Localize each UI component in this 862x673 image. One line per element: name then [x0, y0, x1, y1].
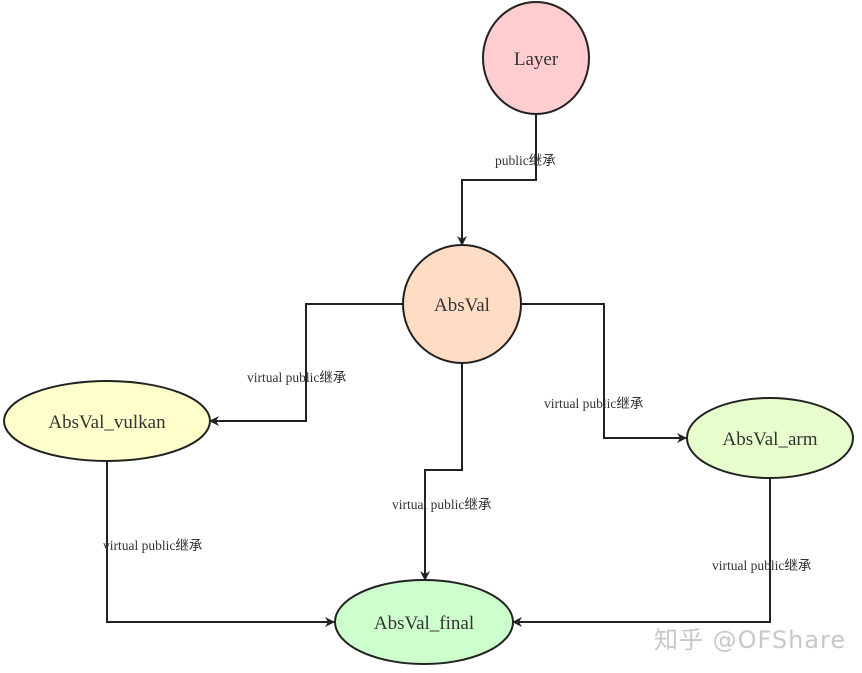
node-absval-final-label: AbsVal_final [374, 613, 474, 634]
node-absval-final [334, 579, 514, 665]
node-absval-arm [686, 397, 854, 479]
edge-label-vulkan-to-final: virtual public继承 [103, 538, 203, 553]
edge-label-arm-to-final: virtual public继承 [712, 558, 812, 573]
edge-label-layer-to-absval: public继承 [495, 153, 556, 168]
node-layer [482, 1, 590, 115]
node-absval-arm-label: AbsVal_arm [723, 429, 818, 450]
edge-absval-to-arm [521, 303, 687, 443]
edge-arm-to-final [512, 478, 771, 627]
node-absval-vulkan-label: AbsVal_vulkan [48, 412, 166, 433]
node-layer-label: Layer [514, 49, 559, 70]
edge-label-absval-to-vulkan: virtual public继承 [247, 370, 347, 385]
node-absval-label: AbsVal [434, 295, 490, 316]
edge-layer-to-absval [457, 114, 537, 246]
edge-absval-to-vulkan [209, 303, 403, 426]
node-absval-vulkan [3, 380, 211, 462]
edge-label-absval-to-final: virtual public继承 [392, 497, 492, 512]
watermark: 知乎 @OFShare [654, 626, 847, 654]
node-absval [402, 244, 522, 364]
edge-label-absval-to-arm: virtual public继承 [544, 396, 644, 411]
edge-absval-to-final [420, 363, 463, 581]
edge-vulkan-to-final [106, 461, 335, 627]
